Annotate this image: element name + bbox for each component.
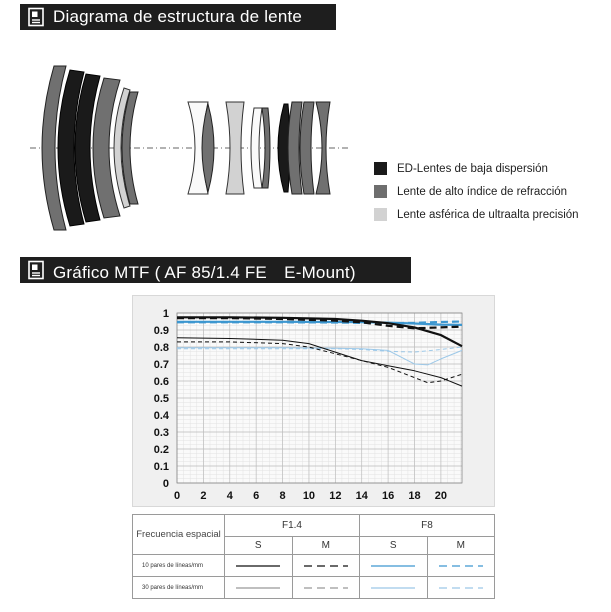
series-line-F14-30-M	[177, 341, 463, 384]
lens-structure-diagram	[30, 65, 350, 231]
y-tick-label: 1	[163, 308, 169, 320]
series-line-F8-30-M	[177, 346, 463, 353]
direction-header: M	[291, 536, 360, 555]
legend-aspherical-lens: Lente asférica de ultraalta precisión	[374, 208, 579, 221]
aperture-header-f14: F1.4	[224, 514, 360, 537]
lens-diagram-header: Diagrama de estructura de lente	[20, 4, 336, 30]
legend-row-30: 30 pares de líneas/mm	[132, 576, 495, 599]
series-line-F8-30-S	[177, 347, 463, 366]
mtf-chart: 0 2 4 6 8 10 12 14 16 18 20 0 0.1 0.2 0.3 0.4 0.5 0.6 0.7 0…	[154, 308, 463, 502]
lens-element-4	[92, 77, 121, 219]
y-tick-label: 0.2	[154, 444, 169, 456]
lens-element-14	[299, 101, 315, 195]
lens-element-2	[57, 69, 85, 227]
x-tick-label: 4	[227, 490, 234, 502]
y-tick-label: 0.6	[154, 376, 169, 388]
lens-element-5	[113, 87, 131, 209]
line-sample	[224, 576, 293, 599]
legend-swatch-gray	[374, 185, 387, 198]
legend-label: ED-Lentes de baja dispersión	[397, 162, 548, 175]
line-sample	[224, 554, 293, 577]
legend-row-10: 10 pares de líneas/mm	[132, 554, 495, 577]
y-tick-label: 0	[163, 478, 169, 490]
lens-element-13	[287, 101, 303, 195]
line-sample	[291, 576, 360, 599]
mtf-chart-header: Gráfico MTF ( AF 85/1.4 FE E-Mount)	[20, 257, 411, 283]
y-tick-label: 0.9	[154, 325, 169, 337]
x-tick-label: 20	[435, 490, 447, 502]
x-tick-label: 10	[303, 490, 315, 502]
frequency-header: Frecuencia espacial	[132, 514, 225, 555]
legend-label: Lente de alto índice de refracción	[397, 185, 568, 198]
legend-ed-lens: ED-Lentes de baja dispersión	[374, 162, 548, 175]
mtf-legend-table: Frecuencia espacial F1.4 F8 S M S M 10 p…	[132, 514, 495, 599]
x-tick-label: 8	[279, 490, 285, 502]
y-tick-label: 0.5	[154, 393, 169, 405]
line-sample	[359, 576, 428, 599]
y-tick-label: 0.8	[154, 342, 169, 354]
lens-element-3	[74, 73, 101, 223]
x-tick-label: 0	[174, 490, 180, 502]
direction-header: S	[359, 536, 428, 555]
line-sample	[291, 554, 360, 577]
mtf-chart-title: Gráfico MTF ( AF 85/1.4 FE E-Mount)	[53, 262, 356, 282]
document-icon	[28, 7, 44, 27]
aperture-header-f8: F8	[359, 514, 495, 537]
y-tick-label: 0.4	[154, 410, 170, 422]
x-tick-label: 14	[356, 490, 369, 502]
y-tick-label: 0.7	[154, 359, 169, 371]
plot-border	[176, 312, 463, 484]
series-line-F14-30-S	[176, 337, 463, 387]
series-line-F8-10-M	[177, 320, 463, 325]
chart-series	[176, 316, 463, 387]
x-tick-label: 18	[408, 490, 420, 502]
x-tick-label: 16	[382, 490, 394, 502]
document-icon	[28, 260, 44, 280]
series-line-F14-10-M	[177, 317, 463, 330]
lens-element-11	[261, 107, 271, 189]
x-tick-label: 6	[253, 490, 259, 502]
lens-element-9	[225, 101, 245, 195]
lens-element-8	[201, 102, 215, 194]
legend-swatch-black	[374, 162, 387, 175]
lens-element-6	[121, 91, 139, 205]
x-tick-label: 12	[329, 490, 341, 502]
direction-header: M	[426, 536, 495, 555]
row-label-30lpmm: 30 pares de líneas/mm	[132, 576, 225, 599]
lens-diagram-title: Diagrama de estructura de lente	[53, 7, 303, 26]
line-sample	[426, 554, 495, 577]
lens-element-15	[315, 101, 331, 195]
legend-high-index-lens: Lente de alto índice de refracción	[374, 185, 567, 198]
y-tick-label: 0.3	[154, 427, 169, 439]
row-label-10lpmm: 10 pares de líneas/mm	[132, 554, 225, 577]
y-tick-label: 0.1	[154, 461, 169, 473]
direction-header: S	[224, 536, 293, 555]
legend-swatch-light-gray	[374, 208, 387, 221]
chart-grid	[176, 312, 463, 484]
x-tick-label: 2	[200, 490, 206, 502]
lens-element-1	[41, 65, 67, 231]
line-sample	[359, 554, 428, 577]
line-sample	[426, 576, 495, 599]
chart-ticks: 0 2 4 6 8 10 12 14 16 18 20 0 0.1 0.2 0.3 0.4 0.5 0.6 0.7 0…	[154, 308, 447, 502]
legend-label: Lente asférica de ultraalta precisión	[397, 208, 579, 221]
